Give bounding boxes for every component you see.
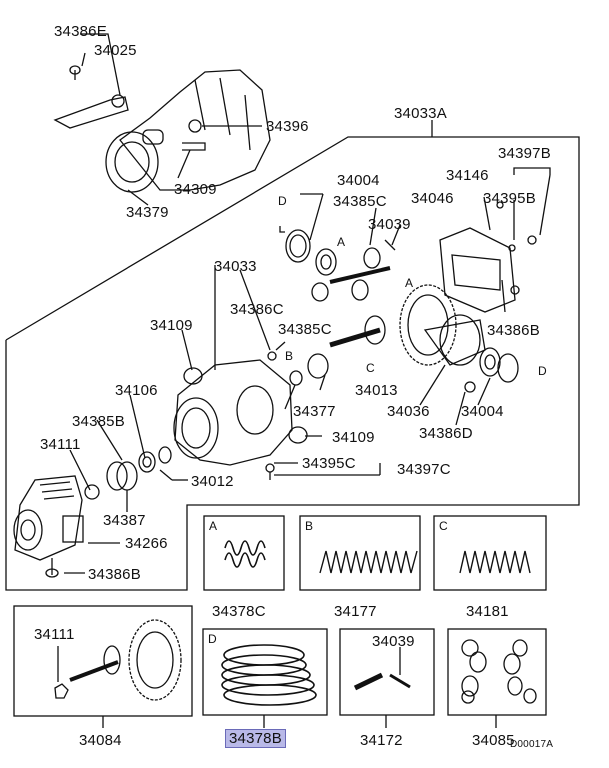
spring-B-drawing xyxy=(319,550,418,574)
part-label[interactable]: 34106 xyxy=(115,382,158,399)
part-label-highlighted[interactable]: 34378B xyxy=(225,729,286,748)
box-A xyxy=(203,515,285,591)
box-34172 xyxy=(339,628,435,716)
rear-housing-drawing xyxy=(53,65,271,193)
part-label[interactable]: 34012 xyxy=(191,473,234,490)
part-label[interactable]: 34033 xyxy=(214,258,257,275)
part-label[interactable]: 34395C xyxy=(302,455,356,472)
part-label[interactable]: 34039 xyxy=(372,633,415,650)
spring-A-drawing xyxy=(224,540,266,568)
box-B xyxy=(299,515,421,591)
part-label[interactable]: 34385C xyxy=(333,193,387,210)
part-label[interactable]: 34013 xyxy=(355,382,398,399)
box-letter-c: C xyxy=(439,519,448,533)
part-label[interactable]: 34385C xyxy=(278,321,332,338)
box-C xyxy=(433,515,547,591)
spring-D-drawing xyxy=(221,644,317,706)
pin-set-drawing xyxy=(353,672,411,691)
part-label[interactable]: 34036 xyxy=(387,403,430,420)
part-label[interactable]: 34046 xyxy=(411,190,454,207)
side-gear-set-drawing xyxy=(461,639,537,704)
part-label[interactable]: 34266 xyxy=(125,535,168,552)
callout-letter-c: C xyxy=(366,361,375,375)
seal-washers-drawing xyxy=(84,446,275,500)
differential-carrier-drawing xyxy=(173,265,329,466)
part-label[interactable]: 34379 xyxy=(126,204,169,221)
part-label[interactable]: 34085 xyxy=(472,732,515,749)
part-label[interactable]: 34181 xyxy=(466,603,509,620)
part-label[interactable]: 34109 xyxy=(332,429,375,446)
box-letter-a: A xyxy=(209,519,218,533)
part-label[interactable]: 34111 xyxy=(40,436,81,453)
ring-pinion-drawing xyxy=(54,619,182,701)
part-label[interactable]: 34386E xyxy=(54,23,107,40)
part-label[interactable]: 34004 xyxy=(337,172,380,189)
actuator-motor-drawing xyxy=(13,475,84,578)
part-label[interactable]: 34109 xyxy=(150,317,193,334)
box-letter-d: D xyxy=(208,632,217,646)
part-label[interactable]: 34396 xyxy=(266,118,309,135)
part-label[interactable]: 34039 xyxy=(368,216,411,233)
part-label[interactable]: 34377 xyxy=(293,403,336,420)
part-label[interactable]: 34386B xyxy=(88,566,141,583)
spring-C-drawing xyxy=(459,550,531,574)
callout-letter-b: B xyxy=(285,349,294,363)
part-label[interactable]: 34386C xyxy=(230,301,284,318)
callout-letter-d: D xyxy=(538,364,547,378)
part-label[interactable]: 34172 xyxy=(360,732,403,749)
part-label[interactable]: 34385B xyxy=(72,413,125,430)
part-label[interactable]: 34386B xyxy=(487,322,540,339)
assembly-outline xyxy=(5,136,580,591)
callout-letter-a: A xyxy=(337,235,346,249)
differential-internals-drawing xyxy=(279,201,537,393)
part-label[interactable]: 34004 xyxy=(461,403,504,420)
part-label[interactable]: 34084 xyxy=(79,732,122,749)
part-label[interactable]: 34309 xyxy=(174,181,217,198)
part-label[interactable]: 34378C xyxy=(212,603,266,620)
part-label[interactable]: 34146 xyxy=(446,167,489,184)
part-label[interactable]: 34395B xyxy=(483,190,536,207)
box-34085 xyxy=(447,628,547,716)
box-letter-b: B xyxy=(305,519,314,533)
part-label[interactable]: 34387 xyxy=(103,512,146,529)
diagram-code: D00017A xyxy=(510,739,554,750)
box-D xyxy=(202,628,328,716)
part-label[interactable]: 34397C xyxy=(397,461,451,478)
callout-letter-a: A xyxy=(405,276,414,290)
part-label[interactable]: 34386D xyxy=(419,425,473,442)
callout-letter-d: D xyxy=(278,194,287,208)
part-label[interactable]: 34111 xyxy=(34,626,75,643)
part-label[interactable]: 34025 xyxy=(94,42,137,59)
part-label[interactable]: 34033A xyxy=(394,105,447,122)
part-label[interactable]: 34397B xyxy=(498,145,551,162)
part-label[interactable]: 34177 xyxy=(334,603,377,620)
